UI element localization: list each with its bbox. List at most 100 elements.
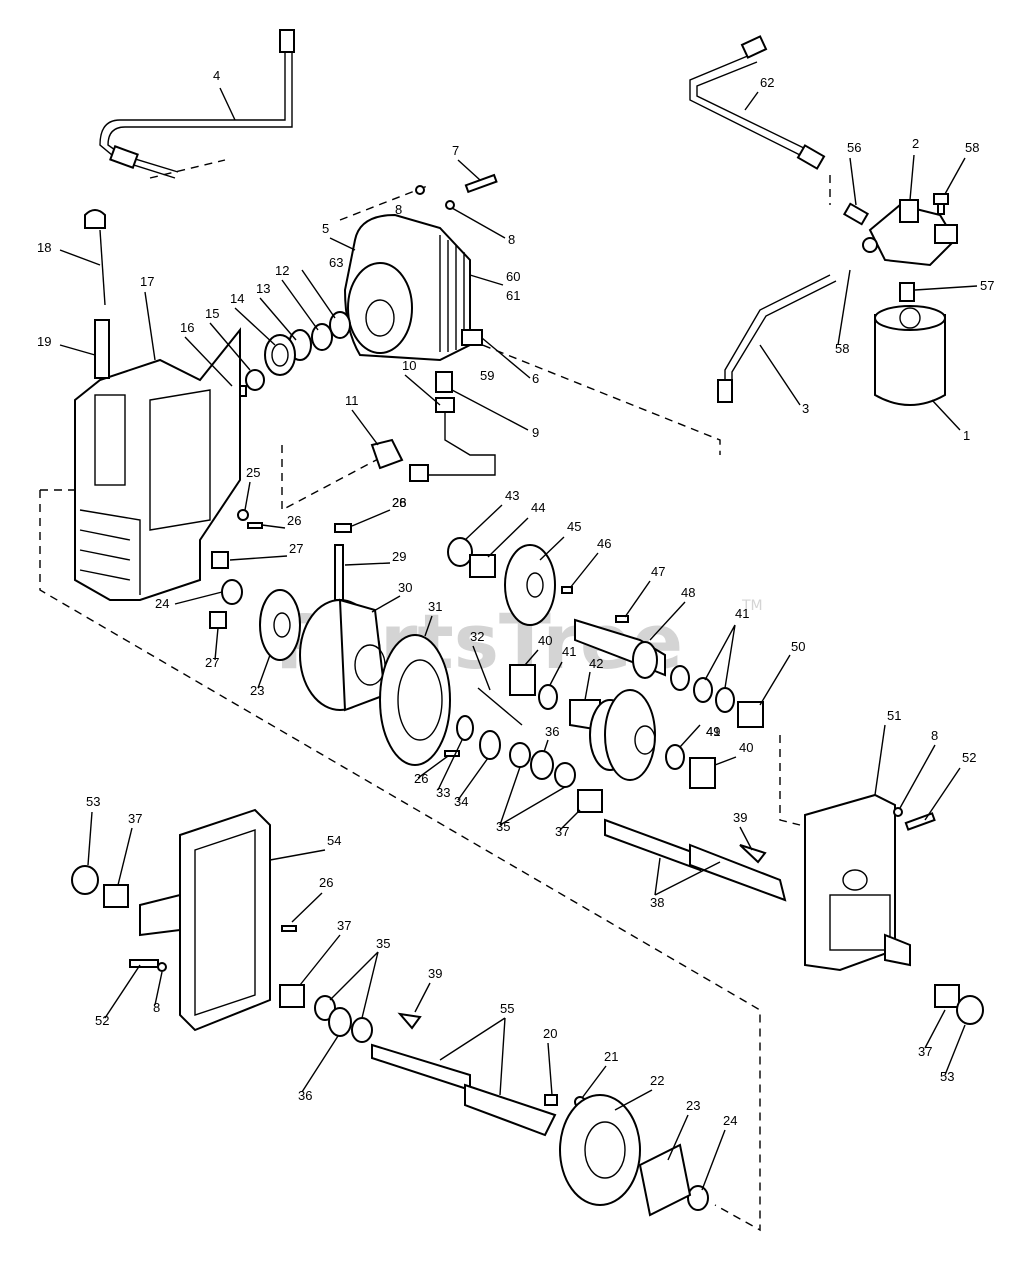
callout-43: 43 xyxy=(505,488,519,503)
callout-6: 6 xyxy=(532,371,539,386)
pump-elbow xyxy=(461,329,483,346)
bushing-44 xyxy=(469,554,496,578)
callout-14: 14 xyxy=(230,291,244,306)
transaxle-housing xyxy=(74,327,241,601)
callout-39a: 39 xyxy=(733,810,747,825)
callout-46: 46 xyxy=(597,536,611,551)
callout-13: 13 xyxy=(256,281,270,296)
callout-41b: 41 xyxy=(735,606,749,621)
elbow-fitting xyxy=(370,438,404,470)
callout-37a: 37 xyxy=(555,824,569,839)
washer-49 xyxy=(693,677,713,703)
assembly-lines xyxy=(39,159,831,1232)
callout-24a: 24 xyxy=(155,596,169,611)
right-cover-51 xyxy=(804,793,911,972)
callout-44: 44 xyxy=(531,500,545,515)
oil-line-upper xyxy=(99,29,295,179)
callout-26b: 26 xyxy=(392,495,406,510)
thrust-washer xyxy=(221,579,709,1211)
left-cover-54 xyxy=(139,808,271,1032)
axle-38 xyxy=(604,818,787,902)
nut-15 xyxy=(245,369,265,391)
callout-35a: 35 xyxy=(496,819,510,834)
callout-62: 62 xyxy=(760,75,774,90)
callout-37d: 37 xyxy=(918,1044,932,1059)
callout-59: 59 xyxy=(480,368,494,383)
callout-42: 42 xyxy=(589,656,603,671)
callout-54: 54 xyxy=(327,833,341,848)
callout-53b: 53 xyxy=(940,1069,954,1084)
callout-52a: 52 xyxy=(962,750,976,765)
oil-filter xyxy=(874,305,946,406)
callout-47: 47 xyxy=(651,564,665,579)
callout-27b: 27 xyxy=(205,655,219,670)
callout-23a: 23 xyxy=(250,683,264,698)
washer xyxy=(157,185,903,972)
callout-23b: 23 xyxy=(686,1098,700,1113)
callout-8b: 8 xyxy=(508,232,515,247)
callout-26c: 26 xyxy=(414,771,428,786)
callout-41a: 41 xyxy=(562,644,576,659)
key-47 xyxy=(615,615,629,623)
oil-line-62 xyxy=(689,35,826,170)
cluster-gear-42 xyxy=(569,689,656,781)
callout-10: 10 xyxy=(402,358,416,373)
callout-57: 57 xyxy=(980,278,994,293)
oil-line-lower xyxy=(717,274,837,403)
nipple-57 xyxy=(899,282,915,302)
pin-32 xyxy=(477,687,523,726)
callout-58b: 58 xyxy=(835,341,849,356)
callout-27a: 27 xyxy=(289,541,303,556)
callout-15: 15 xyxy=(205,306,219,321)
bushing-50 xyxy=(737,701,764,728)
dipstick-tube xyxy=(94,319,110,379)
callout-35b: 35 xyxy=(376,936,390,951)
callout-51: 51 xyxy=(887,708,901,723)
bearing-36 xyxy=(328,750,554,1037)
callout-24b: 24 xyxy=(723,1113,737,1128)
ring-gear xyxy=(559,1094,641,1206)
callout-38: 38 xyxy=(650,895,664,910)
bushing-34 xyxy=(479,730,501,760)
callout-61: 61 xyxy=(506,288,520,303)
callout-3: 3 xyxy=(802,401,809,416)
callout-50: 50 xyxy=(791,639,805,654)
plug-58 xyxy=(933,193,949,215)
callout-34: 34 xyxy=(454,794,468,809)
callout-20: 20 xyxy=(543,1026,557,1041)
axle-55 xyxy=(371,1043,557,1137)
input-shaft-48 xyxy=(574,618,666,679)
shaft-29 xyxy=(334,544,344,601)
callout-12: 12 xyxy=(275,263,289,278)
callout-30: 30 xyxy=(398,580,412,595)
callout-8c: 8 xyxy=(931,728,938,743)
callout-36b: 36 xyxy=(298,1088,312,1103)
callout-40a: 40 xyxy=(538,633,552,648)
washer-63 xyxy=(329,311,351,339)
callout-1: 1 xyxy=(963,428,970,443)
washer-33 xyxy=(456,715,474,741)
callout-4: 4 xyxy=(213,68,220,83)
bevel-gear xyxy=(259,589,692,1217)
callout-37b: 37 xyxy=(128,811,142,826)
pump-tube xyxy=(409,397,496,482)
filter-adapter xyxy=(862,199,958,267)
callout-2: 2 xyxy=(912,136,919,151)
callout-22: 22 xyxy=(650,1073,664,1088)
callout-25: 25 xyxy=(246,465,260,480)
callout-5: 5 xyxy=(322,221,329,236)
washer-12 xyxy=(311,323,333,351)
hydraulic-pump xyxy=(343,213,471,362)
callout-40b: 40 xyxy=(739,740,753,755)
callout-21: 21 xyxy=(604,1049,618,1064)
pinion-gear-14 xyxy=(264,334,296,376)
callout-36a: 36 xyxy=(545,724,559,739)
callout-17: 17 xyxy=(140,274,154,289)
callout-29: 29 xyxy=(392,549,406,564)
callout-63: 63 xyxy=(329,255,343,270)
callout-58a: 58 xyxy=(965,140,979,155)
dipstick xyxy=(84,209,106,306)
callout-41c: 41 xyxy=(706,724,720,739)
callout-39b: 39 xyxy=(428,966,442,981)
